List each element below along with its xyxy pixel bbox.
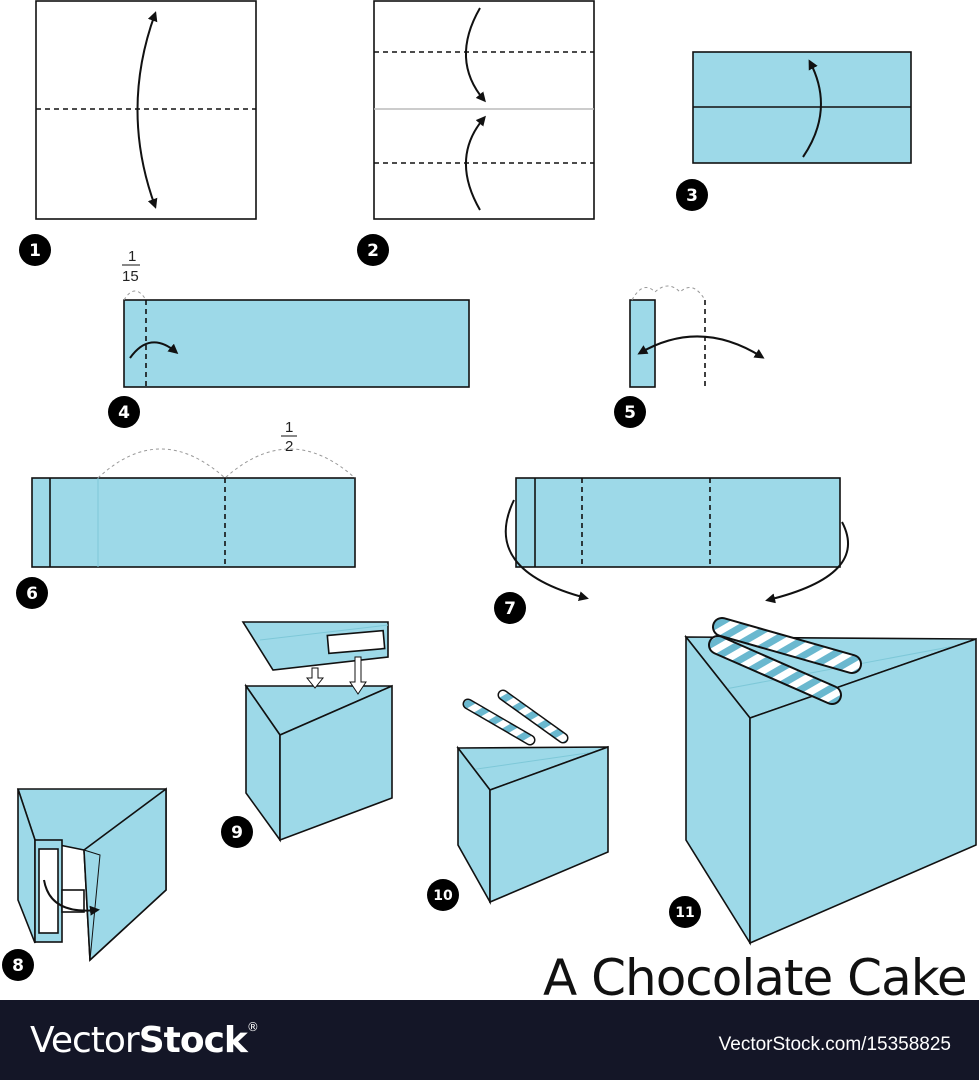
svg-text:8: 8 <box>12 956 24 976</box>
diagram-title: A Chocolate Cake <box>543 949 968 1007</box>
step-badge-3: 3 <box>676 179 708 211</box>
step-badge-11: 11 <box>669 896 701 928</box>
step-5-figure <box>629 285 765 388</box>
svg-text:1: 1 <box>29 241 41 261</box>
logo-bold: Stock <box>138 1020 248 1061</box>
origami-diagram: 1 15 1 2 1 2 3 4 5 6 7 8 9 10 11 <box>2 0 977 981</box>
step-badge-5: 5 <box>614 396 646 428</box>
svg-text:2: 2 <box>367 241 379 261</box>
logo-light: Vector <box>30 1020 140 1061</box>
step-badge-9: 9 <box>221 816 253 848</box>
step-badge-2: 2 <box>357 234 389 266</box>
logo-mark: ® <box>246 1020 259 1034</box>
step-badge-4: 4 <box>108 396 140 428</box>
svg-text:7: 7 <box>504 599 516 619</box>
vectorstock-logo: VectorStock® <box>30 1020 259 1061</box>
step-9-figure <box>241 621 393 843</box>
step-2-figure <box>373 0 595 220</box>
svg-text:9: 9 <box>231 823 243 843</box>
step-6-figure <box>31 435 356 568</box>
svg-text:3: 3 <box>686 186 698 206</box>
step-8-figure <box>16 787 167 962</box>
step-7-figure <box>504 477 849 604</box>
svg-text:4: 4 <box>118 403 130 423</box>
step-11-figure <box>684 617 977 946</box>
fraction-step4-numerator: 1 <box>128 248 136 265</box>
fraction-step6-numerator: 1 <box>285 419 293 436</box>
step-4-figure <box>122 264 470 388</box>
step-1-figure <box>35 0 257 220</box>
step-badge-8: 8 <box>2 949 34 981</box>
step-badge-7: 7 <box>494 592 526 624</box>
fraction-step6-denominator: 2 <box>285 438 293 455</box>
step-3-figure <box>692 51 912 164</box>
step-10-figure <box>456 689 609 906</box>
step-badge-1: 1 <box>19 234 51 266</box>
svg-text:5: 5 <box>624 403 636 423</box>
svg-text:6: 6 <box>26 584 38 604</box>
step-badge-10: 10 <box>427 879 459 911</box>
svg-text:10: 10 <box>433 888 453 904</box>
step-badge-6: 6 <box>16 577 48 609</box>
fraction-step4-denominator: 15 <box>122 268 139 285</box>
image-url: VectorStock.com/15358825 <box>718 1034 951 1055</box>
watermark-footer: VectorStock® VectorStock.com/15358825 <box>0 1000 979 1080</box>
svg-text:11: 11 <box>675 905 694 921</box>
